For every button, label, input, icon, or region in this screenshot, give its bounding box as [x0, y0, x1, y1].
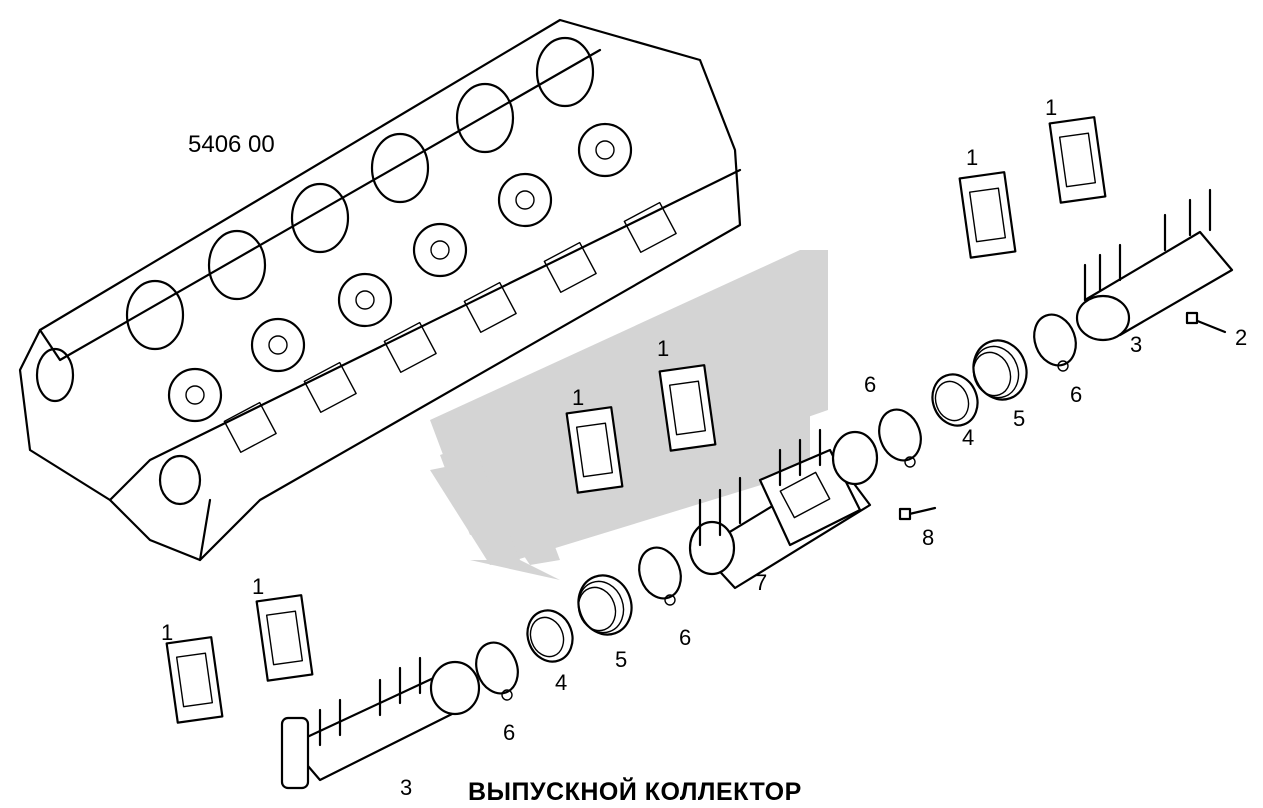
gasket-lower-2 — [255, 594, 314, 682]
diagram-title: ВЫПУСКНОЙ КОЛЛЕКТОР — [468, 776, 802, 806]
callout-2: 2 — [1235, 325, 1247, 350]
callout-1f: 1 — [252, 574, 264, 599]
clamp-upper-right — [1033, 313, 1077, 372]
bellows-upper — [972, 339, 1028, 401]
callout-6a: 6 — [1070, 382, 1082, 407]
callout-5b: 5 — [615, 647, 627, 672]
callout-3b: 3 — [400, 775, 412, 800]
stud — [898, 506, 937, 521]
ring-upper — [931, 373, 979, 427]
callout-4a: 4 — [962, 425, 974, 450]
gasket-middle-1 — [565, 406, 624, 494]
callout-1c: 1 — [572, 385, 584, 410]
manifold-front — [280, 656, 481, 790]
gasket-upper-1 — [958, 171, 1017, 259]
callout-6c: 6 — [679, 625, 691, 650]
ring-lower — [526, 609, 574, 663]
clamp-lower-left — [475, 641, 519, 701]
callout-3a: 3 — [1130, 332, 1142, 357]
callout-4b: 4 — [555, 670, 567, 695]
callout-1b: 1 — [1045, 95, 1057, 120]
manifold-rear — [1075, 188, 1234, 342]
callout-6b: 6 — [864, 372, 876, 397]
manifold-center — [688, 428, 879, 590]
bolt — [1185, 311, 1227, 334]
bellows-lower — [577, 574, 633, 636]
watermark-logo — [430, 250, 828, 580]
gasket-lower-1 — [165, 636, 224, 724]
cylinder-head — [18, 18, 742, 562]
callout-1a: 1 — [966, 145, 978, 170]
clamp-lower-right — [638, 546, 682, 606]
callout-5a: 5 — [1013, 406, 1025, 431]
gasket-middle-2 — [658, 364, 717, 452]
callout-1d: 1 — [657, 336, 669, 361]
callout-7: 7 — [755, 570, 767, 595]
callout-8: 8 — [922, 525, 934, 550]
callout-1e: 1 — [161, 620, 173, 645]
model-number: 5406 00 — [188, 131, 275, 158]
gasket-upper-2 — [1048, 116, 1107, 204]
clamp-upper-left — [878, 408, 922, 468]
callout-6d: 6 — [503, 720, 515, 745]
